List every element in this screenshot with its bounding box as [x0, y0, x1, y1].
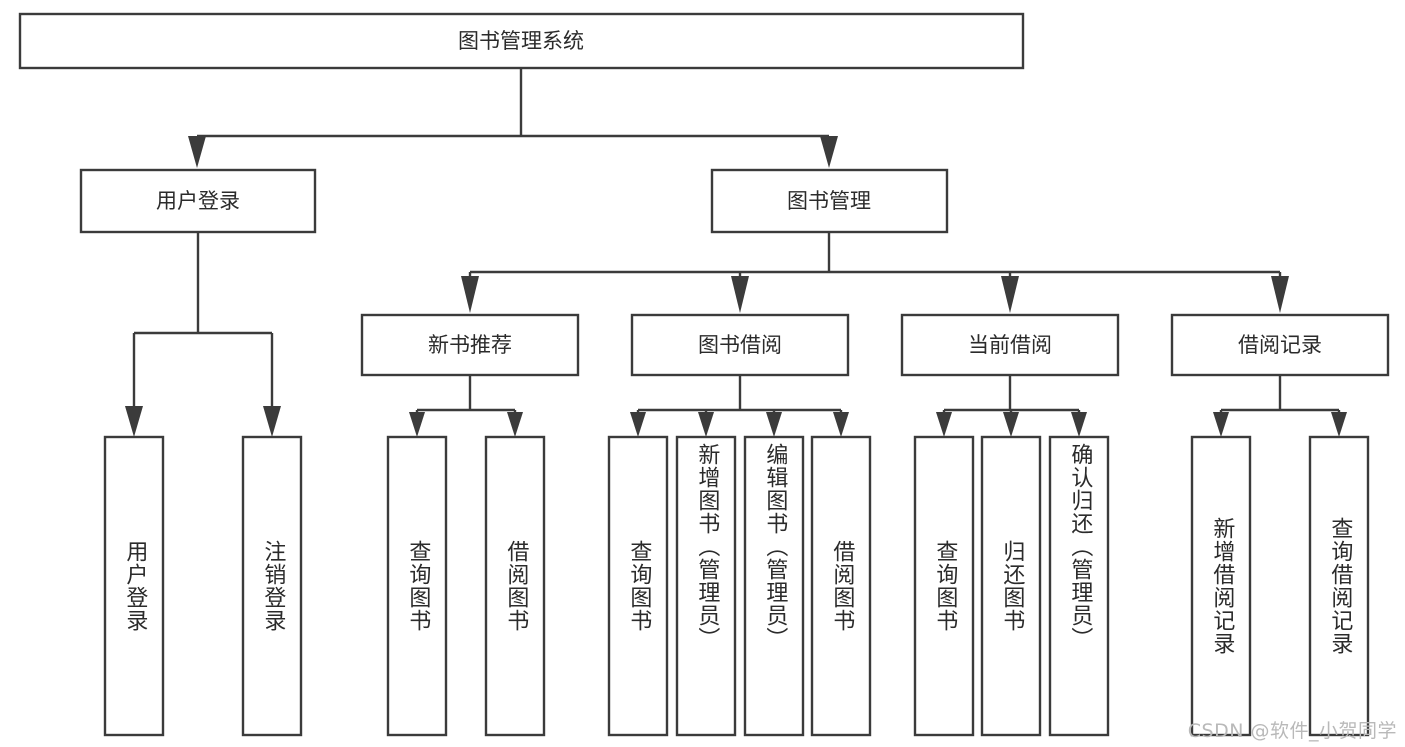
arrowhead-user-login-leaf-1 — [125, 406, 143, 437]
arrowhead-nbr-leaf-1 — [409, 412, 425, 437]
node-borrow-record-label: 借阅记录 — [1238, 333, 1322, 357]
node-new-book-recommend-label: 新书推荐 — [428, 333, 512, 357]
node-book-manage[interactable]: 图书管理 — [710, 168, 949, 234]
node-user-login-label: 用户登录 — [156, 189, 240, 213]
arrowhead-cb-leaf-2 — [1003, 412, 1019, 437]
arrowhead-cb-leaf-3 — [1071, 412, 1087, 437]
node-leaf-br-1-box[interactable] — [1308, 435, 1370, 737]
arrowhead-br-leaf-2 — [1331, 412, 1347, 437]
node-new-book-recommend-box — [360, 313, 580, 377]
arrowhead-cb-leaf-1 — [936, 412, 952, 437]
node-root-label: 图书管理系统 — [458, 29, 584, 53]
node-leaf-br-0-box[interactable] — [1190, 435, 1252, 737]
node-leaf-cb-0-box[interactable] — [913, 435, 975, 737]
arrowhead-to-new-book — [461, 276, 479, 313]
node-current-borrow-label: 当前借阅 — [968, 333, 1052, 357]
node-new-book-recommend[interactable]: 新书推荐 — [360, 313, 580, 377]
node-leaf-bb-2-box[interactable] — [743, 435, 805, 737]
node-leaf-cb-2-box[interactable] — [1048, 435, 1110, 737]
arrowhead-to-user-login — [188, 136, 206, 168]
node-leaf-nbr-0-box[interactable] — [386, 435, 448, 737]
node-root[interactable]: 图书管理系统 — [18, 12, 1025, 70]
node-leaf-bb-0-box[interactable] — [607, 435, 669, 737]
arrowhead-bb-leaf-4 — [833, 412, 849, 437]
node-book-borrow-label: 图书借阅 — [698, 333, 782, 357]
node-leaf-cb-1-box[interactable] — [980, 435, 1042, 737]
node-leaf-bb-1-box[interactable] — [675, 435, 737, 737]
arrowhead-bb-leaf-3 — [766, 412, 782, 437]
arrowhead-bb-leaf-1 — [630, 412, 646, 437]
arrowhead-user-login-leaf-2 — [263, 406, 281, 437]
node-current-borrow[interactable]: 当前借阅 — [900, 313, 1120, 377]
arrowhead-to-book-borrow — [731, 276, 749, 313]
node-leaf-bb-3-box[interactable] — [810, 435, 872, 737]
arrowhead-to-current-borrow — [1001, 276, 1019, 313]
node-book-borrow-box — [630, 313, 850, 377]
node-leaf-user-login-0-box[interactable] — [103, 435, 165, 737]
node-leaf-nbr-1-box[interactable] — [484, 435, 546, 737]
node-book-manage-box — [710, 168, 949, 234]
node-leaf-user-login-1-box[interactable] — [241, 435, 303, 737]
arrowhead-nbr-leaf-2 — [507, 412, 523, 437]
arrowhead-br-leaf-1 — [1213, 412, 1229, 437]
node-book-borrow[interactable]: 图书借阅 — [630, 313, 850, 377]
arrowhead-to-book-manage — [820, 136, 838, 168]
node-current-borrow-box — [900, 313, 1120, 377]
node-borrow-record-box — [1170, 313, 1390, 377]
node-root-box — [18, 12, 1025, 70]
node-book-manage-label: 图书管理 — [787, 189, 871, 213]
node-user-login[interactable]: 用户登录 — [79, 168, 317, 234]
node-borrow-record[interactable]: 借阅记录 — [1170, 313, 1390, 377]
arrowhead-bb-leaf-2 — [698, 412, 714, 437]
arrowhead-to-borrow-record — [1271, 276, 1289, 313]
